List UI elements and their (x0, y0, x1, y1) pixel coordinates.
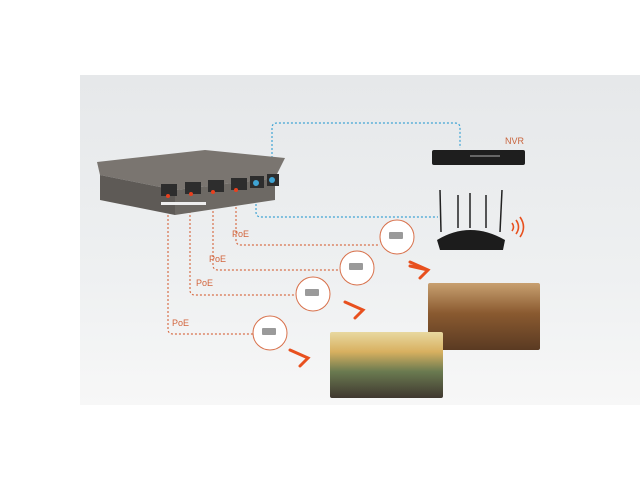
poe-switch (97, 150, 285, 215)
supermarket-photo (330, 332, 443, 398)
poe-label: PoE (209, 254, 227, 264)
restaurant-photo (428, 283, 540, 350)
poe-line-4 (167, 207, 253, 335)
poe-label: PoE (196, 278, 214, 288)
poe-line-1 (235, 207, 380, 246)
poe-line-2 (212, 207, 340, 271)
nvr-label: NVR (505, 136, 525, 146)
arrow-icon (288, 260, 431, 368)
nvr-link (271, 122, 461, 162)
wifi-signal-icon (511, 216, 525, 238)
poe-label: PoE (232, 229, 250, 239)
poe-label: PoE (172, 318, 190, 328)
router-link (255, 188, 438, 218)
nvr-device (432, 150, 525, 165)
wifi-router (437, 189, 505, 250)
